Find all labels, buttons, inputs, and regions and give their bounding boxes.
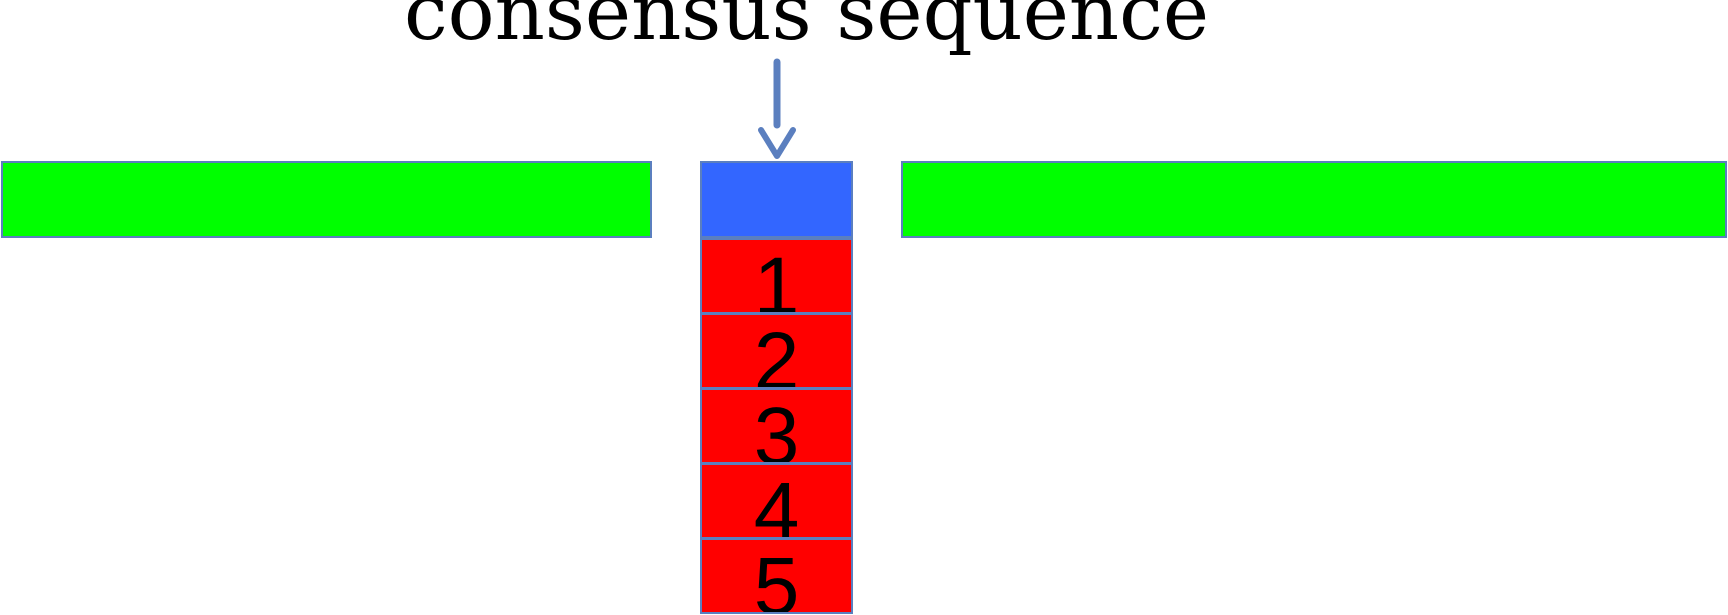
variant-cell: 1 xyxy=(700,238,853,314)
variant-label: 5 xyxy=(753,541,800,614)
variant-label: 1 xyxy=(753,241,800,314)
variant-label: 2 xyxy=(753,316,800,389)
variant-label: 3 xyxy=(753,391,800,464)
variant-label: 4 xyxy=(753,466,800,539)
right-flanking-region xyxy=(901,161,1727,238)
left-flanking-region xyxy=(1,161,652,238)
variant-cell: 5 xyxy=(700,538,853,614)
sequence-stack: 1 2 3 4 5 xyxy=(700,161,853,615)
variant-cell: 3 xyxy=(700,388,853,464)
variant-cell: 4 xyxy=(700,463,853,539)
consensus-sequence-box xyxy=(700,161,853,238)
consensus-sequence-label: consensus sequence xyxy=(404,0,1209,58)
variant-cell: 2 xyxy=(700,313,853,389)
